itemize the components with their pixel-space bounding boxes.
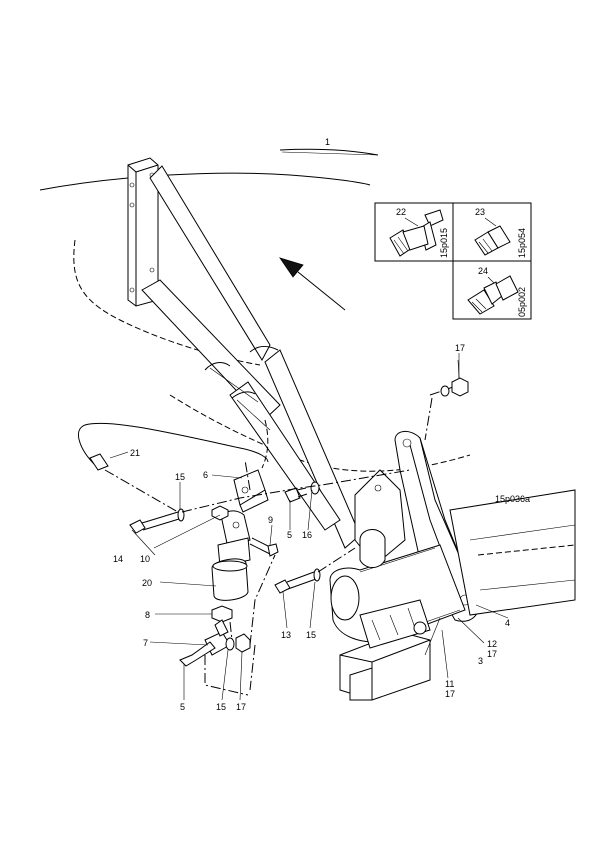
callout-5-top: 5	[287, 530, 292, 540]
callout-22: 22	[396, 207, 406, 217]
main-drawing-code: 15p036a	[495, 494, 530, 504]
callout-17-top: 17	[455, 343, 465, 353]
callout-23: 23	[475, 207, 485, 217]
direction-arrow	[279, 257, 346, 311]
callout-4: 4	[505, 618, 510, 628]
callout-5-bottom: 5	[180, 702, 185, 712]
callout-3: 3	[478, 656, 483, 666]
cylinder-assembly	[129, 469, 321, 667]
inset-22: 22 15p015	[374, 202, 454, 262]
callouts: 1 17 21 15 6 9 5 16 14 10 20 8 7 13 15 5…	[113, 137, 530, 712]
callout-12: 12	[487, 639, 497, 649]
leader-lines	[109, 151, 509, 701]
callout-24: 24	[478, 266, 488, 276]
callout-9: 9	[268, 515, 273, 525]
callout-16: 16	[302, 530, 312, 540]
callout-1: 1	[325, 137, 330, 147]
callout-17-right: 17	[487, 649, 497, 659]
assembly-lines	[104, 384, 459, 696]
callout-17-bottom: 17	[236, 702, 246, 712]
callout-13: 13	[281, 630, 291, 640]
inset-23-code: 15p054	[517, 228, 527, 258]
callout-6: 6	[203, 470, 208, 480]
callout-15-bottom: 15	[216, 702, 226, 712]
callout-14: 14	[113, 554, 123, 564]
inset-22-code: 15p015	[439, 228, 449, 258]
callout-21: 21	[130, 448, 140, 458]
nut-17-top	[440, 377, 469, 397]
inset-24: 24 05p002	[452, 260, 532, 320]
callout-7: 7	[143, 638, 148, 648]
callout-15-mid: 15	[306, 630, 316, 640]
inset-23: 23 15p054	[452, 202, 532, 262]
mounting-bracket	[329, 431, 576, 701]
callout-8: 8	[145, 610, 150, 620]
callout-15-left: 15	[175, 472, 185, 482]
callout-17-lower: 17	[445, 689, 455, 699]
boom-arm	[127, 157, 361, 549]
callout-11: 11	[445, 679, 454, 689]
callout-10: 10	[140, 554, 150, 564]
hose	[77, 422, 269, 471]
callout-20: 20	[142, 578, 152, 588]
inset-24-code: 05p002	[517, 287, 527, 317]
